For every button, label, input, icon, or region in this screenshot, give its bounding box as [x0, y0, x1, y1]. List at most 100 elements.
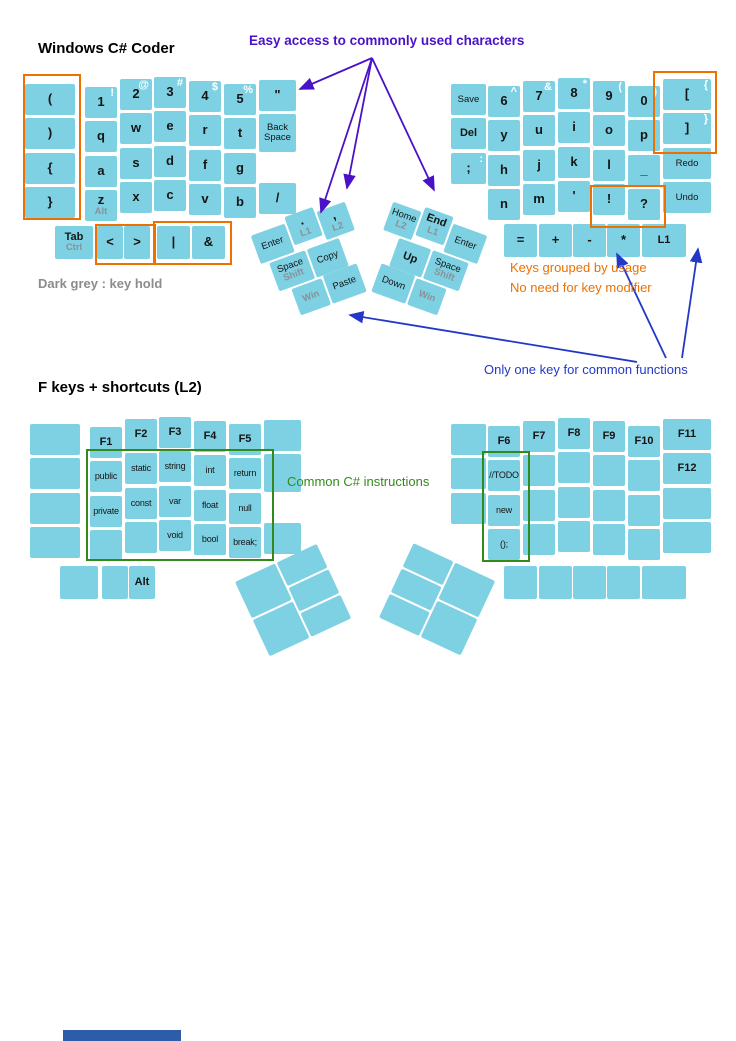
key-open-paren: ( — [25, 84, 75, 115]
shift-label: ! — [110, 87, 114, 99]
key-void: void — [159, 520, 191, 551]
key-blank — [558, 521, 590, 552]
key-blank — [102, 566, 128, 599]
key-open-brace: { — [25, 153, 75, 184]
key-f3: F3 — [159, 417, 191, 448]
tap-label: w — [130, 120, 142, 136]
shift-label: } — [703, 113, 708, 125]
key-blank — [628, 529, 660, 560]
tap-label: Copy — [315, 248, 340, 267]
key-bool: bool — [194, 524, 226, 555]
tap-label: F1 — [99, 436, 113, 449]
tap-label: - — [587, 232, 592, 248]
tap-label: h — [500, 162, 508, 178]
key-static: static — [125, 453, 157, 484]
tap-label: / — [275, 190, 280, 206]
key-f9: F9 — [593, 421, 625, 452]
key-f1: F1 — [90, 427, 122, 458]
key-break: break; — [229, 527, 261, 558]
green-highlight-box — [86, 449, 274, 561]
tap-label: string — [164, 460, 186, 471]
tap-label: (); — [500, 538, 508, 549]
tap-label: Redo — [675, 157, 699, 169]
purple-arrow — [371, 57, 435, 192]
key-blank — [593, 524, 625, 555]
key-q: q — [85, 121, 117, 152]
tap-label: return — [233, 467, 257, 478]
tap-label: j — [537, 157, 541, 173]
key-7: &7 — [523, 81, 555, 112]
shift-label: @ — [138, 79, 149, 91]
hold-label: Win — [300, 287, 321, 305]
key-pipe: | — [157, 226, 190, 259]
key-null: null — [229, 493, 261, 524]
key-blank — [451, 493, 486, 524]
key-l: l — [593, 150, 625, 181]
tap-label: const — [130, 497, 152, 508]
key-6: ^6 — [488, 86, 520, 117]
tap-label: > — [133, 234, 141, 250]
tap-label: ; — [466, 160, 471, 176]
key-todo-comment: //TODO — [488, 460, 520, 491]
hold-label: L2 — [393, 217, 409, 232]
key-blank — [593, 455, 625, 486]
tap-label: v — [201, 191, 209, 207]
key-c: c — [154, 180, 186, 211]
key--: {[ — [663, 79, 711, 110]
key-v: v — [189, 184, 221, 215]
tap-label: F5 — [238, 433, 252, 446]
key-slash: / — [259, 183, 296, 214]
key-blank — [264, 523, 301, 554]
key-f8: F8 — [558, 418, 590, 449]
tap-label: static — [131, 462, 151, 473]
tap-label: a — [97, 163, 105, 179]
tap-label: n — [500, 196, 508, 212]
shift-label: : — [479, 153, 483, 165]
tap-label: d — [166, 153, 174, 169]
key-blank — [607, 566, 640, 599]
key-blank — [642, 566, 686, 599]
tap-label: 3 — [166, 84, 174, 100]
tap-label: new — [496, 504, 512, 515]
key-return: return — [229, 458, 261, 489]
key-blank — [30, 527, 80, 558]
tap-label: " — [274, 87, 281, 103]
key-int: int — [194, 455, 226, 486]
key-const: const — [125, 488, 157, 519]
key-var: var — [159, 486, 191, 517]
key-less-than: < — [97, 226, 123, 259]
key-blank — [451, 424, 486, 455]
key-ampersand: & — [192, 226, 225, 259]
key-u: u — [523, 115, 555, 146]
key-asterisk: * — [607, 224, 640, 257]
key-blank — [30, 424, 80, 455]
key-greater-than: > — [124, 226, 150, 259]
key-blank — [264, 454, 301, 492]
orange-highlight-box — [23, 74, 81, 220]
key-blank — [558, 487, 590, 518]
key-blank — [593, 490, 625, 521]
key-i: i — [558, 112, 590, 143]
tap-label: null — [238, 502, 252, 513]
key-w: w — [120, 113, 152, 144]
hold-label: Win — [417, 287, 438, 305]
key-e: e — [154, 111, 186, 142]
key-del: Del — [451, 118, 486, 149]
tap-label: } — [47, 194, 53, 210]
key-blank — [663, 488, 711, 519]
key-equals: = — [504, 224, 537, 257]
key-save: Save — [451, 84, 486, 115]
section-title-layer2: F keys + shortcuts (L2) — [38, 379, 202, 396]
note-easy-access: Easy access to commonly used characters — [249, 33, 525, 48]
tap-label: F3 — [168, 426, 182, 439]
blue-arrow — [348, 310, 638, 363]
tap-label: Del — [459, 127, 478, 140]
key-blank — [628, 460, 660, 491]
key-2: @2 — [120, 79, 152, 110]
key-f4: F4 — [194, 421, 226, 452]
key-r: r — [189, 115, 221, 146]
tap-label: ( — [47, 91, 53, 107]
key-f7: F7 — [523, 421, 555, 452]
shift-label: * — [582, 78, 587, 90]
